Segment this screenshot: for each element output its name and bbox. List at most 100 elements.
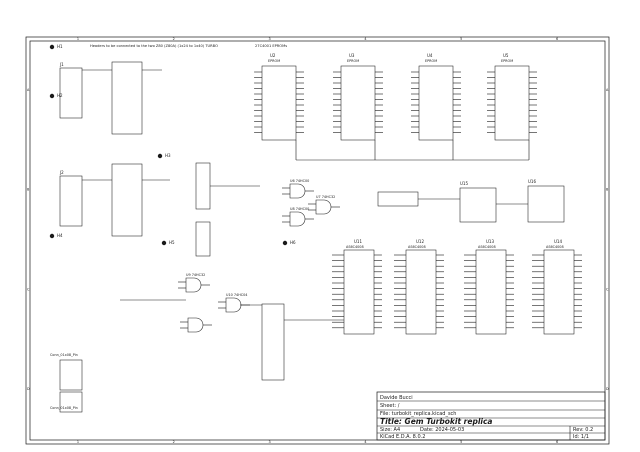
eprom-note: 27C4001 EPROMs bbox=[255, 44, 287, 48]
eprom-ref: U4 bbox=[427, 53, 433, 58]
header-note: Headers to be connected to the two Z80 (… bbox=[90, 44, 218, 48]
gate-ref: U10 74HC04 bbox=[226, 293, 247, 297]
header-j4: Conn_01x08_Pin bbox=[50, 353, 83, 391]
wires bbox=[82, 69, 530, 321]
ic-upper-left bbox=[111, 61, 143, 135]
gate-ref: U9 74HC32 bbox=[186, 273, 205, 277]
gate-ref: U7 74HC32 bbox=[316, 195, 335, 199]
header-j1-ref: J1 bbox=[59, 62, 64, 67]
header-j1: J1 bbox=[59, 62, 83, 119]
tb-file: File: turbokit_replica.kicad_sch bbox=[380, 411, 456, 417]
zone-col-label: 5 bbox=[460, 37, 462, 41]
eprom-name: EPROM bbox=[501, 59, 513, 63]
mounting-hole-pad bbox=[49, 44, 55, 50]
eprom-name: EPROM bbox=[425, 59, 437, 63]
zone-col-label: 2 bbox=[173, 37, 175, 41]
zone-col-label: 3 bbox=[268, 440, 270, 444]
tb-sheet: Sheet: / bbox=[380, 403, 400, 409]
tb-title: Title: Gem Turbokit replica bbox=[380, 417, 492, 426]
mounting-hole-pad bbox=[157, 153, 163, 159]
mounting-hole-ref: H3 bbox=[165, 153, 171, 158]
zone-row-label: B bbox=[606, 188, 609, 192]
sram-body bbox=[405, 249, 437, 335]
outer-frame bbox=[25, 36, 610, 445]
header-j2-ref: J2 bbox=[59, 170, 64, 175]
header-j5: Conn_01x08_Pin bbox=[50, 391, 83, 413]
eprom-ref: U2 bbox=[270, 53, 276, 58]
tb-kicad: KiCad E.D.A. 8.0.2 bbox=[380, 434, 425, 440]
sram-ref: U14 bbox=[554, 239, 562, 244]
mounting-hole-pad bbox=[282, 240, 288, 246]
zone-row-label: B bbox=[27, 188, 30, 192]
eprom-body bbox=[340, 65, 376, 141]
sram-body bbox=[543, 249, 575, 335]
logic-gate bbox=[185, 277, 202, 293]
resnet-rn3 bbox=[195, 221, 211, 257]
resnet-rn4 bbox=[377, 191, 419, 207]
tb-date: Date: 2024-05-03 bbox=[420, 427, 464, 433]
zone-col-label: 2 bbox=[173, 440, 175, 444]
header-j4-name: Conn_01x08_Pin bbox=[50, 353, 78, 357]
zone-col-label: 3 bbox=[268, 37, 270, 41]
sram-ref: U11 bbox=[354, 239, 362, 244]
zone-col-label: 4 bbox=[364, 37, 366, 41]
sram-name: AS6C4008 bbox=[546, 245, 564, 249]
center-connector bbox=[261, 303, 285, 381]
logic-gate bbox=[315, 199, 332, 215]
resnet-rn2 bbox=[195, 162, 211, 210]
decoder-u16-ref: U16 bbox=[528, 179, 536, 184]
logic-gate bbox=[187, 317, 204, 333]
eprom-ref: U5 bbox=[503, 53, 509, 58]
logic-gate bbox=[289, 183, 306, 199]
logic-gate bbox=[225, 297, 242, 313]
logic-gates: U6 74HC00 U7 74HC32 U8 74HC00 U9 74HC32U10 … bbox=[178, 179, 340, 333]
mounting-hole-pad bbox=[161, 240, 167, 246]
zone-row-label: A bbox=[606, 88, 609, 92]
zone-col-label: 1 bbox=[77, 440, 79, 444]
title-block: Davide Bucci Sheet: / File: turbokit_rep… bbox=[376, 391, 606, 441]
eprom-ref: U3 bbox=[349, 53, 355, 58]
mounting-hole-pad bbox=[49, 233, 55, 239]
sram-name: AS6C4008 bbox=[478, 245, 496, 249]
eprom-name: EPROM bbox=[268, 59, 280, 63]
sram-body bbox=[343, 249, 375, 335]
sram-ref: U12 bbox=[416, 239, 424, 244]
ic-mid-left bbox=[111, 163, 143, 237]
zone-row-label: C bbox=[606, 287, 609, 291]
zone-row-label: C bbox=[27, 287, 30, 291]
tb-rev: Rev: 0.2 bbox=[573, 427, 593, 433]
gate-ref: U6 74HC00 bbox=[290, 179, 309, 183]
decoder-u15-ref: U15 bbox=[460, 181, 468, 186]
decoder-u15 bbox=[459, 187, 497, 223]
mounting-hole-pad bbox=[49, 93, 55, 99]
sram-body bbox=[475, 249, 507, 335]
eprom-body bbox=[261, 65, 297, 141]
sram-name: AS6C4008 bbox=[346, 245, 364, 249]
header-j2: J2 bbox=[59, 170, 83, 227]
header-j5-name: Conn_01x08_Pin bbox=[50, 406, 78, 410]
zone-col-label: 6 bbox=[556, 37, 558, 41]
tb-id: Id: 1/1 bbox=[573, 434, 589, 440]
zone-row-label: D bbox=[606, 387, 609, 391]
mounting-hole-ref: H6 bbox=[290, 240, 296, 245]
zone-col-label: 5 bbox=[460, 440, 462, 444]
eprom-body bbox=[418, 65, 454, 141]
eprom-name: EPROM bbox=[347, 59, 359, 63]
inner-frame bbox=[29, 40, 606, 441]
mounting-hole-ref: H4 bbox=[57, 233, 63, 238]
mounting-hole-ref: H1 bbox=[57, 44, 63, 49]
sram-ref: U13 bbox=[486, 239, 494, 244]
tb-author: Davide Bucci bbox=[380, 395, 413, 401]
mounting-hole-ref: H5 bbox=[169, 240, 175, 245]
eprom-body bbox=[494, 65, 530, 141]
gate-ref: U8 74HC00 bbox=[290, 207, 309, 211]
tb-size: Size: A4 bbox=[380, 427, 400, 433]
logic-gate bbox=[289, 211, 306, 227]
zone-col-label: 4 bbox=[364, 440, 366, 444]
zone-col-label: 1 bbox=[77, 37, 79, 41]
zone-row-label: A bbox=[27, 88, 30, 92]
